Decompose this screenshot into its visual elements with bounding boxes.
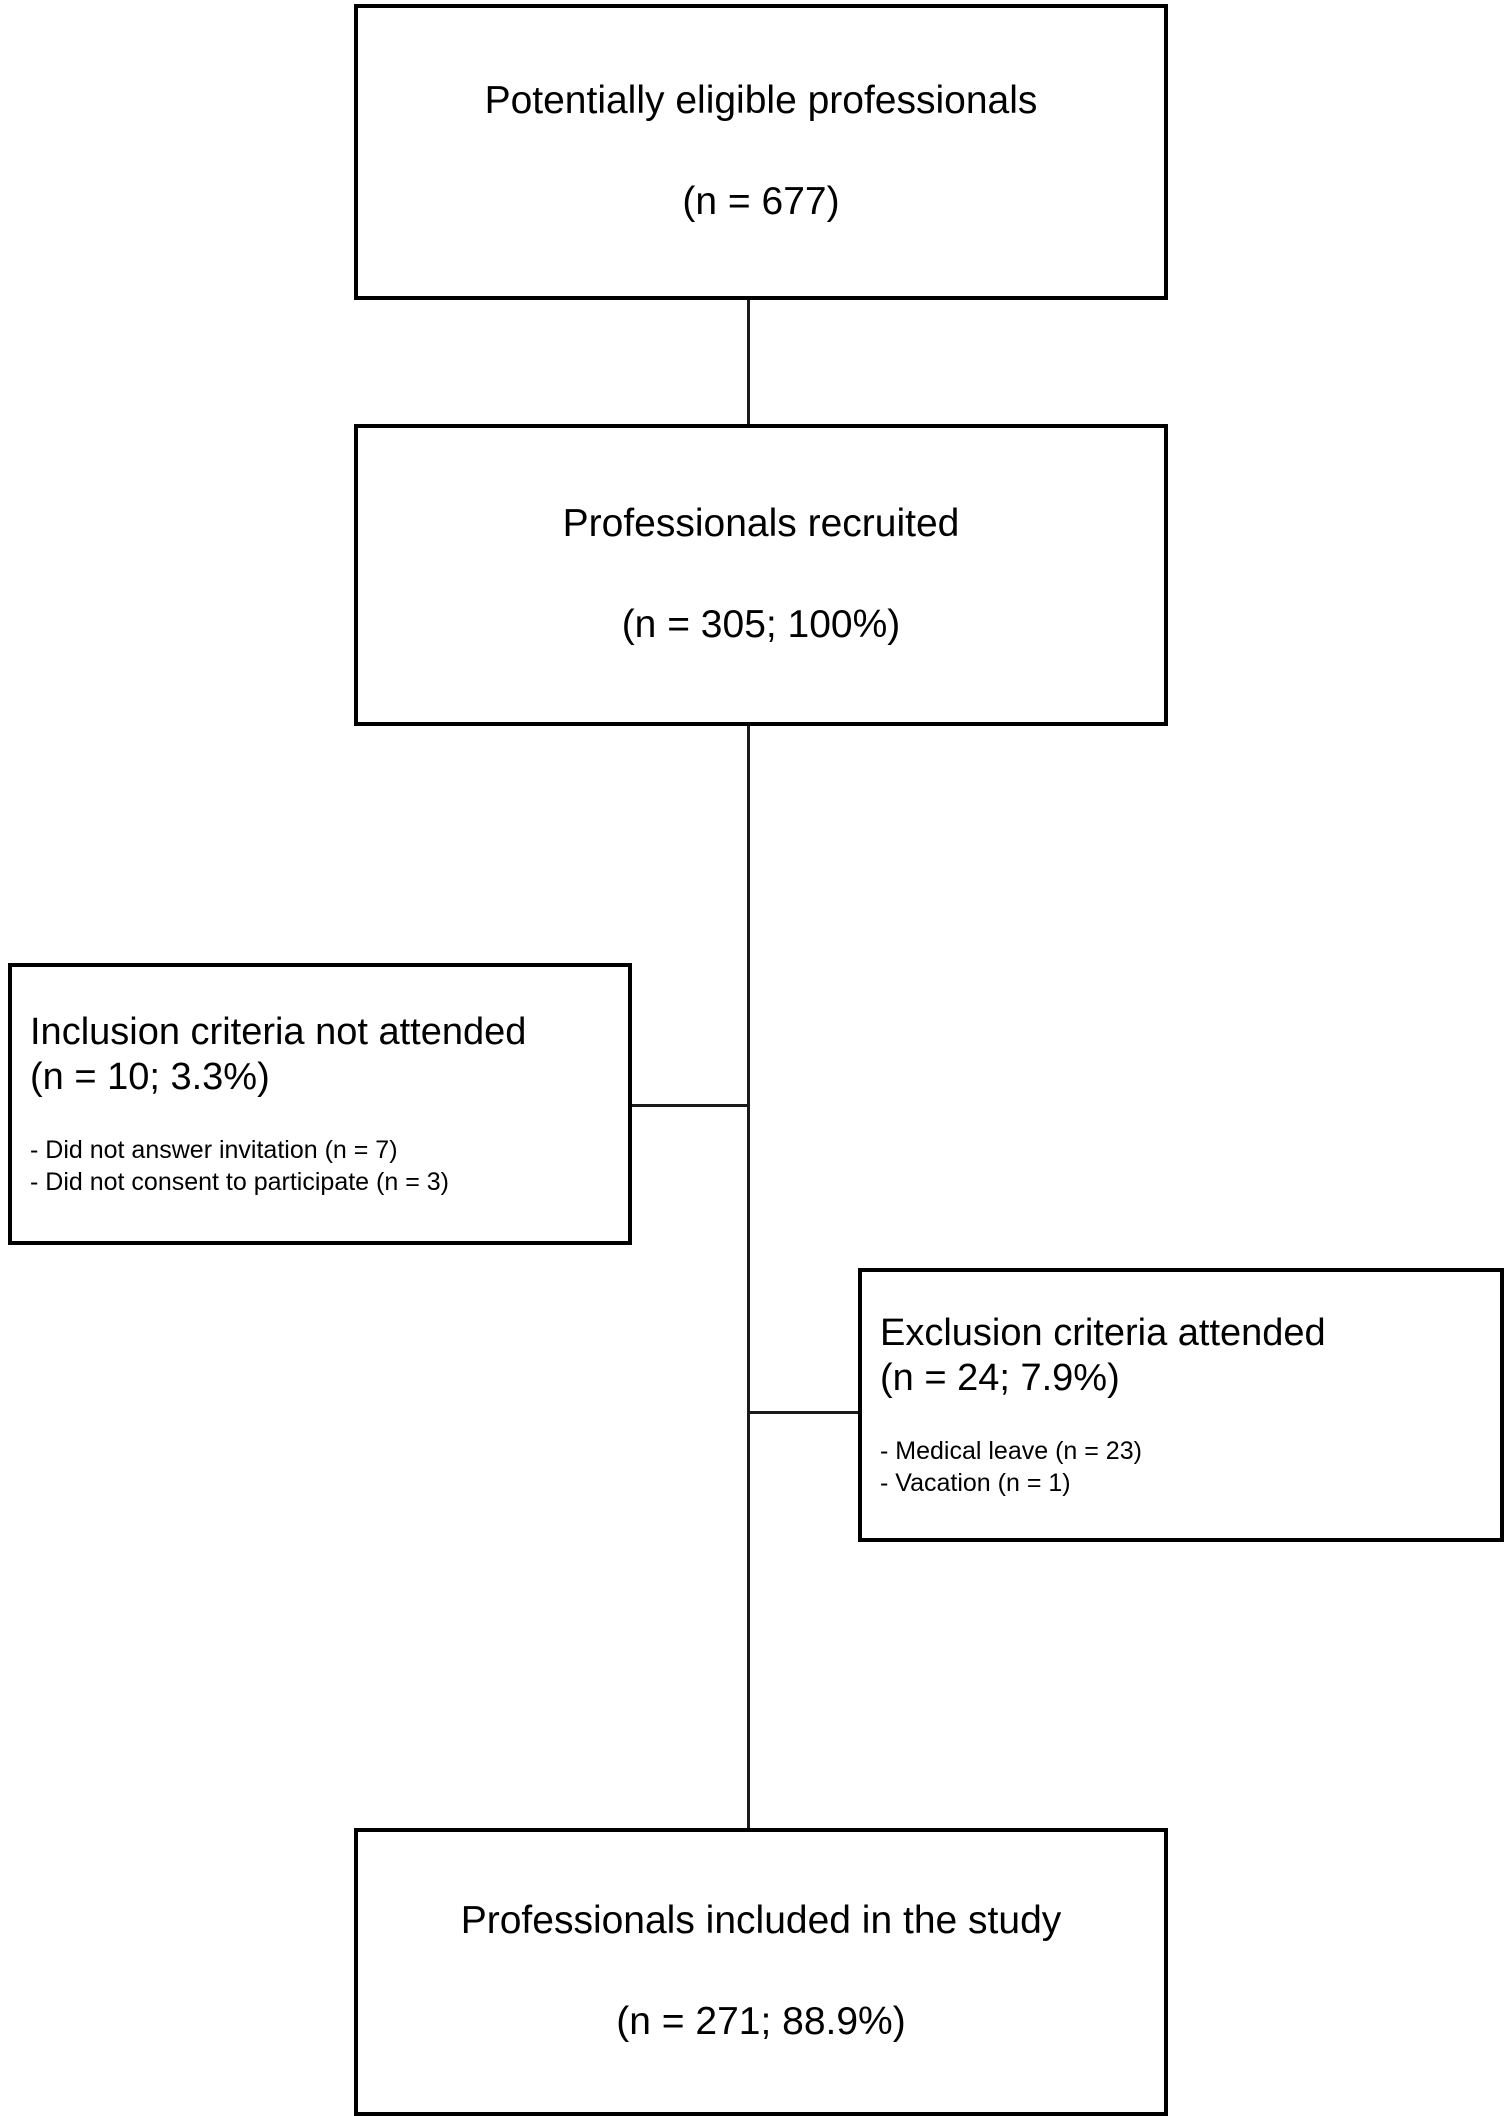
node-title: Inclusion criteria not attended [30,1011,527,1054]
connector-spine-to-exclusion-box [747,1411,860,1414]
connector-recruited-to-included [747,726,750,1828]
node-reason-item: - Vacation (n = 1) [880,1468,1071,1497]
node-reason-item: - Did not answer invitation (n = 7) [30,1135,398,1164]
node-professionals-recruited: Professionals recruited (n = 305; 100%) [354,424,1168,726]
node-count: (n = 271; 88.9%) [616,2000,906,2043]
node-title: Exclusion criteria attended [880,1312,1326,1355]
node-count: (n = 677) [682,180,840,223]
node-title: Professionals recruited [562,502,960,546]
node-count: (n = 10; 3.3%) [30,1056,270,1098]
node-count: (n = 305; 100%) [621,603,901,646]
node-title: Potentially eligible professionals [484,79,1038,123]
node-inclusion-criteria-not-attended: Inclusion criteria not attended (n = 10;… [8,963,632,1245]
node-count: (n = 24; 7.9%) [880,1357,1120,1399]
node-reason-list: - Did not answer invitation (n = 7) - Di… [30,1134,610,1198]
node-reason-item: - Did not consent to participate (n = 3) [30,1167,449,1196]
node-reason-item: - Medical leave (n = 23) [880,1436,1142,1465]
node-potentially-eligible-professionals: Potentially eligible professionals (n = … [354,4,1168,300]
connector-spine-to-inclusion-box [630,1104,750,1107]
node-professionals-included-in-study: Professionals included in the study (n =… [354,1828,1168,2116]
connector-eligible-to-recruited [747,300,750,424]
node-title: Professionals included in the study [460,1899,1062,1943]
node-reason-list: - Medical leave (n = 23) - Vacation (n =… [880,1435,1482,1499]
node-exclusion-criteria-attended: Exclusion criteria attended (n = 24; 7.9… [858,1268,1504,1542]
